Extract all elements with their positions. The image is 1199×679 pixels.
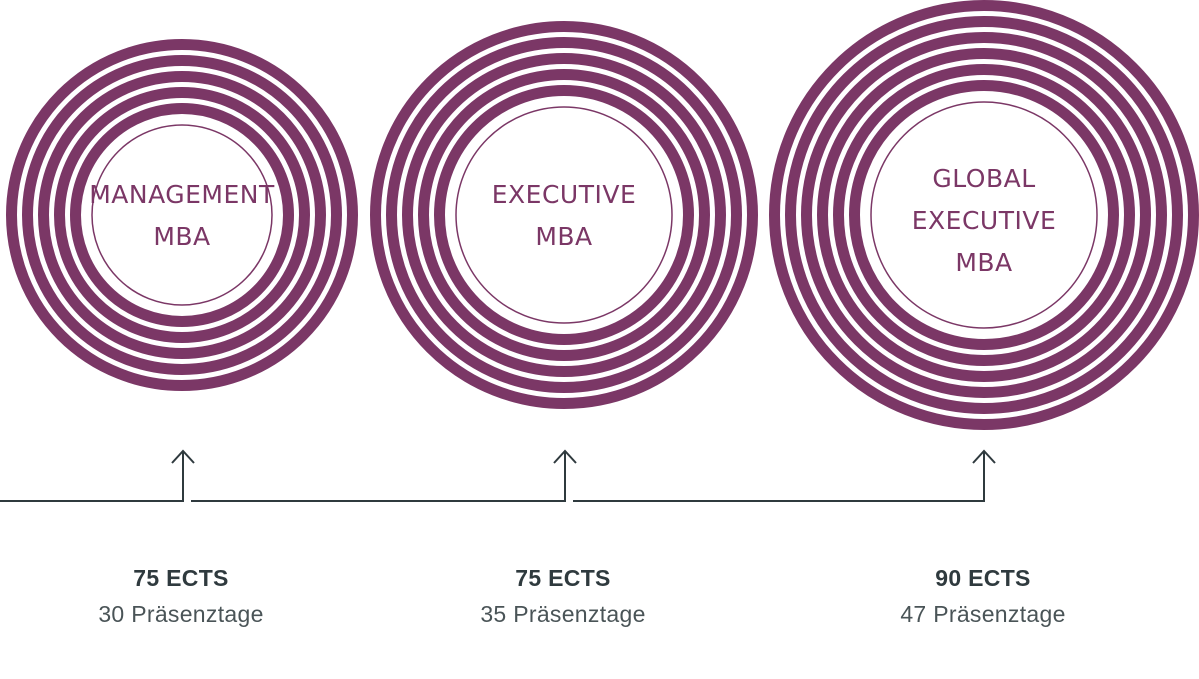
program-title-executive-mba: EXECUTIVE MBA — [491, 180, 637, 251]
arrow-up-icon — [553, 449, 577, 464]
circle-management-mba — [6, 39, 358, 391]
timeline-line — [0, 452, 184, 502]
arrow-up-icon — [972, 449, 996, 464]
arrow-up-icon — [171, 449, 195, 464]
ring — [54, 87, 310, 343]
ring — [22, 55, 342, 375]
timeline — [0, 449, 996, 502]
circle-global-executive-mba — [769, 0, 1199, 430]
ring — [434, 85, 694, 345]
ring — [849, 80, 1119, 350]
presence-days: 35 Präsenztage — [480, 601, 646, 627]
ring — [418, 69, 710, 361]
inner-ring — [91, 124, 273, 306]
ects-value: 90 ECTS — [935, 565, 1031, 591]
ects-value: 75 ECTS — [515, 565, 611, 591]
ring — [801, 32, 1167, 398]
program-title-management-mba: MANAGEMENT MBA — [89, 180, 275, 251]
timeline-line — [191, 452, 566, 502]
ring — [769, 0, 1199, 430]
ring — [785, 16, 1183, 414]
ring — [70, 103, 294, 327]
inner-ring — [870, 101, 1098, 329]
inner-ring — [455, 106, 673, 324]
ring — [833, 64, 1135, 366]
circle-executive-mba — [370, 21, 758, 409]
timeline-line — [573, 452, 985, 502]
ring — [6, 39, 358, 391]
ring — [370, 21, 758, 409]
ring — [402, 53, 726, 377]
program-info-executive-mba: 75 ECTS 35 Präsenztage — [433, 560, 693, 632]
ects-value: 75 ECTS — [133, 565, 229, 591]
presence-days: 47 Präsenztage — [900, 601, 1066, 627]
ring — [386, 37, 742, 393]
program-title-global-executive-mba: GLOBAL EXECUTIVE MBA — [911, 164, 1057, 277]
presence-days: 30 Präsenztage — [98, 601, 264, 627]
ring — [817, 48, 1151, 382]
program-info-management-mba: 75 ECTS 30 Präsenztage — [51, 560, 311, 632]
ring — [38, 71, 326, 359]
program-info-global-executive-mba: 90 ECTS 47 Präsenztage — [853, 560, 1113, 632]
